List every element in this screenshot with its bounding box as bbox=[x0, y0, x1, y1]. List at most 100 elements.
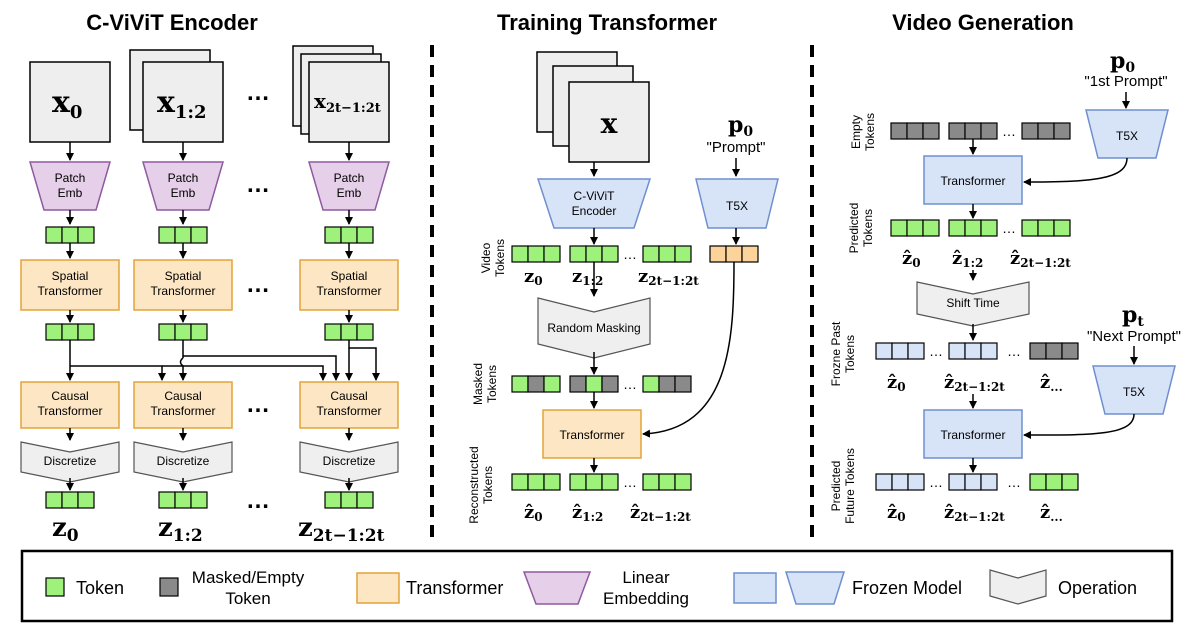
prompt-token-row bbox=[709, 245, 759, 263]
t5x1-to-transformer-arrow bbox=[1023, 157, 1128, 186]
svg-text:Discretize: Discretize bbox=[323, 454, 376, 468]
patch-emb-1 bbox=[142, 161, 224, 211]
token-row bbox=[324, 491, 374, 509]
spatial-transformer-0 bbox=[20, 259, 120, 311]
recon-z12: ẑ1:2 bbox=[572, 502, 603, 524]
ellipsis-output: … bbox=[246, 487, 270, 514]
frozen-token-row bbox=[875, 342, 1079, 360]
svg-text:Discretize: Discretize bbox=[157, 454, 210, 468]
token-row bbox=[890, 219, 1071, 237]
frozen-z2t: ẑ2t−1:2t bbox=[944, 372, 1005, 394]
empty-tokens-label: EmptyTokens bbox=[849, 113, 877, 151]
future-z2t: ẑ2t−1:2t bbox=[944, 502, 1005, 524]
legend-token-label: Token bbox=[76, 578, 124, 598]
patch-emb-2 bbox=[308, 161, 390, 211]
future-z0: ẑ0 bbox=[887, 502, 906, 524]
token-row bbox=[511, 473, 692, 491]
gen-first-prompt: "1st Prompt" bbox=[1084, 73, 1167, 90]
token-row bbox=[158, 491, 208, 509]
ellipsis-patch: … bbox=[246, 171, 270, 198]
input-x0: x0 bbox=[52, 85, 82, 123]
svg-text:…: … bbox=[623, 376, 637, 392]
reconstructed-tokens-label: ReconstructedTokens bbox=[467, 446, 495, 523]
ellipsis-spatial: … bbox=[246, 271, 270, 298]
legend-linear-swatch bbox=[522, 571, 592, 605]
frozen-zdots: ẑ... bbox=[1040, 372, 1063, 394]
random-masking bbox=[537, 297, 651, 359]
svg-text:Shift Time: Shift Time bbox=[946, 296, 1000, 310]
generation-title: Video Generation bbox=[892, 10, 1074, 35]
pred-z12: ẑ1:2 bbox=[952, 248, 983, 270]
input-frame-2c bbox=[308, 61, 390, 143]
input-x12: x1:2 bbox=[157, 85, 207, 123]
shift-time bbox=[916, 281, 1030, 327]
svg-text:…: … bbox=[1002, 123, 1016, 139]
token-row bbox=[324, 226, 374, 244]
discretize-2 bbox=[299, 441, 399, 483]
masked-token-row bbox=[511, 375, 692, 393]
legend-box bbox=[20, 549, 1174, 623]
spatial-transformer-2 bbox=[299, 259, 399, 311]
legend-frozen-rect-swatch bbox=[733, 572, 777, 604]
video-z12: z1:2 bbox=[572, 266, 603, 288]
training-prompt-text: "Prompt" bbox=[707, 139, 766, 156]
svg-text:Transformer: Transformer bbox=[941, 174, 1006, 188]
recon-z2t: ẑ2t−1:2t bbox=[630, 502, 691, 524]
training-input-x: x bbox=[601, 107, 618, 140]
ellipsis-inputs: … bbox=[246, 79, 270, 106]
svg-text:T5X: T5X bbox=[726, 199, 748, 213]
legend-transformer-label: Transformer bbox=[406, 578, 503, 598]
t5x2-to-transformer-arrow bbox=[1023, 413, 1135, 440]
output-z2t: z2t−1:2t bbox=[298, 513, 385, 546]
prompt-to-transformer-arrow bbox=[642, 261, 735, 438]
spatial-transformer-1 bbox=[133, 259, 233, 311]
svg-text:Transformer: Transformer bbox=[941, 428, 1006, 442]
discretize-1 bbox=[133, 441, 233, 483]
token-row bbox=[158, 226, 208, 244]
video-z2t: z2t−1:2t bbox=[638, 266, 699, 288]
token-row bbox=[158, 323, 208, 341]
discretize-0 bbox=[20, 441, 120, 483]
training-title: Training Transformer bbox=[497, 10, 717, 35]
token-row bbox=[45, 226, 95, 244]
svg-text:…: … bbox=[623, 474, 637, 490]
token-row bbox=[324, 323, 374, 341]
svg-text:…: … bbox=[1007, 474, 1021, 490]
masked-tokens-label: MaskedTokens bbox=[471, 363, 499, 405]
output-z12: z1:2 bbox=[158, 513, 203, 546]
frozen-past-label: Frozne PastTokens bbox=[829, 321, 857, 386]
generation-panel: p0 "1st Prompt" T5X EmptyTokens … Transf… bbox=[829, 48, 1181, 524]
legend-token-swatch bbox=[45, 577, 65, 597]
gen-transformer-2 bbox=[923, 409, 1023, 459]
training-t5x bbox=[695, 178, 779, 229]
training-prompt-symbol: p0 bbox=[728, 112, 753, 140]
svg-text:…: … bbox=[1007, 343, 1021, 359]
legend-frozen-label: Frozen Model bbox=[852, 578, 962, 598]
gen-t5x-1 bbox=[1085, 109, 1169, 159]
token-row bbox=[511, 245, 692, 263]
patch-emb-0 bbox=[29, 161, 111, 211]
output-z0: z0 bbox=[52, 513, 79, 546]
predicted-tokens-label: PredictedTokens bbox=[847, 203, 875, 254]
encoder-title: C-ViViT Encoder bbox=[86, 10, 258, 35]
frozen-z0: ẑ0 bbox=[887, 372, 906, 394]
empty-token-row bbox=[890, 122, 1071, 140]
training-input-frame bbox=[568, 81, 650, 163]
gen-pt-symbol: pt bbox=[1122, 302, 1144, 330]
svg-text:…: … bbox=[929, 474, 943, 490]
ellipsis-causal: … bbox=[246, 391, 270, 418]
causal-connections bbox=[66, 340, 380, 381]
gen-t5x-2 bbox=[1092, 365, 1176, 415]
